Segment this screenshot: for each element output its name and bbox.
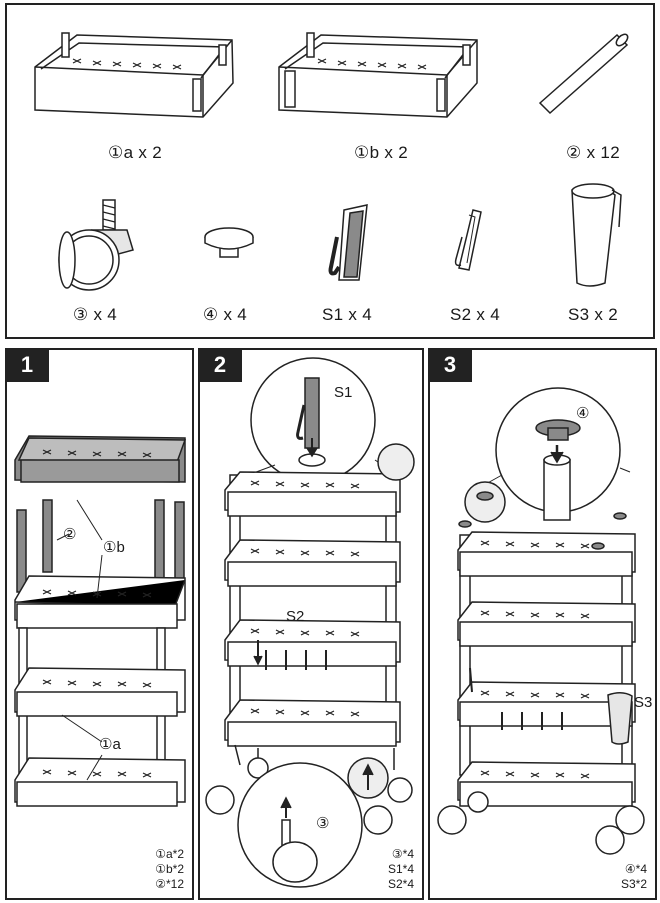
callout-caster: ③ [316, 815, 330, 832]
qty-line: S3*2 [620, 877, 647, 891]
callout-cap: ④ [576, 405, 590, 422]
caption-basket-a: ①a x 2 [108, 143, 162, 162]
step-3-quantities: ④*4 S3*2 [621, 862, 647, 892]
caster-drawing [58, 199, 134, 291]
qty-line: ①a*2 [155, 847, 184, 861]
cap-drawing [204, 227, 254, 258]
step-number: 2 [198, 348, 242, 382]
step-1-drawing [14, 435, 187, 807]
caption-cup-s3: S3 x 2 [568, 305, 618, 324]
qty-line: ④*4 [624, 862, 647, 876]
caption-cap: ④ x 4 [202, 305, 248, 324]
step-number: 3 [428, 348, 472, 382]
caption-caster: ③ x 4 [72, 305, 118, 324]
cup-s3-drawing [571, 183, 622, 287]
qty-line: S2*4 [387, 877, 414, 891]
caption-pole: ② x 12 [566, 143, 620, 162]
parts-list-panel: ①a x 2 ①b x 2 ② x 12 ③ x 4 ④ x 4 S1 x 4 … [5, 3, 655, 339]
qty-line: S1*4 [387, 862, 414, 876]
step-3-panel: 3 [428, 348, 657, 900]
hook-s1-drawing [328, 204, 368, 281]
step-number: 1 [5, 348, 49, 382]
callout-basket-a: ①a [99, 736, 121, 753]
callout-hook-s2: S2 [286, 608, 305, 625]
step-3-drawing [437, 387, 645, 855]
hook-s2-drawing [454, 209, 482, 271]
step-2-drawing [205, 357, 415, 888]
step-2-quantities: ③*4 S1*4 S2*4 [388, 847, 414, 892]
basket-a-drawing [34, 32, 234, 118]
pole-drawing [538, 33, 629, 115]
caption-hook-s1: S1 x 4 [322, 305, 372, 324]
callout-hook-s1: S1 [334, 384, 353, 401]
callout-basket-b: ①b [103, 539, 125, 556]
qty-line: ①b*2 [155, 862, 184, 876]
qty-line: ②*12 [155, 877, 184, 891]
step-1-panel: 1 [5, 348, 194, 900]
caption-basket-b: ①b x 2 [354, 143, 408, 162]
parts-illustrations [34, 32, 629, 291]
step-2-panel: 2 [198, 348, 424, 900]
caption-hook-s2: S2 x 4 [450, 305, 500, 324]
basket-b-drawing [278, 32, 478, 118]
callout-pole: ② [63, 526, 77, 543]
callout-cup-s3: S3 [634, 694, 653, 711]
qty-line: ③*4 [391, 847, 414, 861]
step-1-quantities: ①a*2 ①b*2 ②*12 [155, 847, 184, 892]
